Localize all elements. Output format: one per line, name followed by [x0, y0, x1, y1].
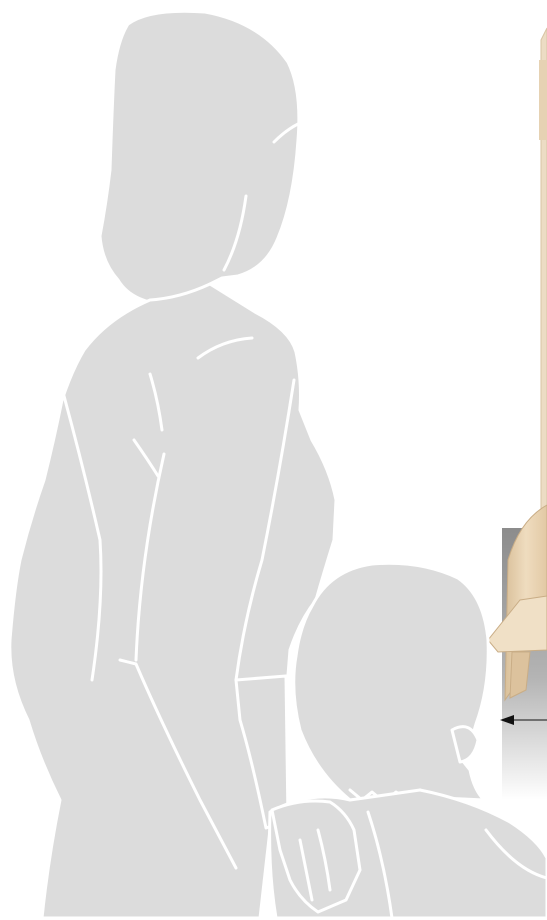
furniture-photo — [488, 28, 547, 800]
wood-panel-edge — [539, 60, 547, 140]
child-head — [294, 563, 489, 800]
adult-figure — [10, 11, 336, 918]
adult-head — [100, 11, 299, 304]
wood-bench-seat — [488, 596, 547, 652]
